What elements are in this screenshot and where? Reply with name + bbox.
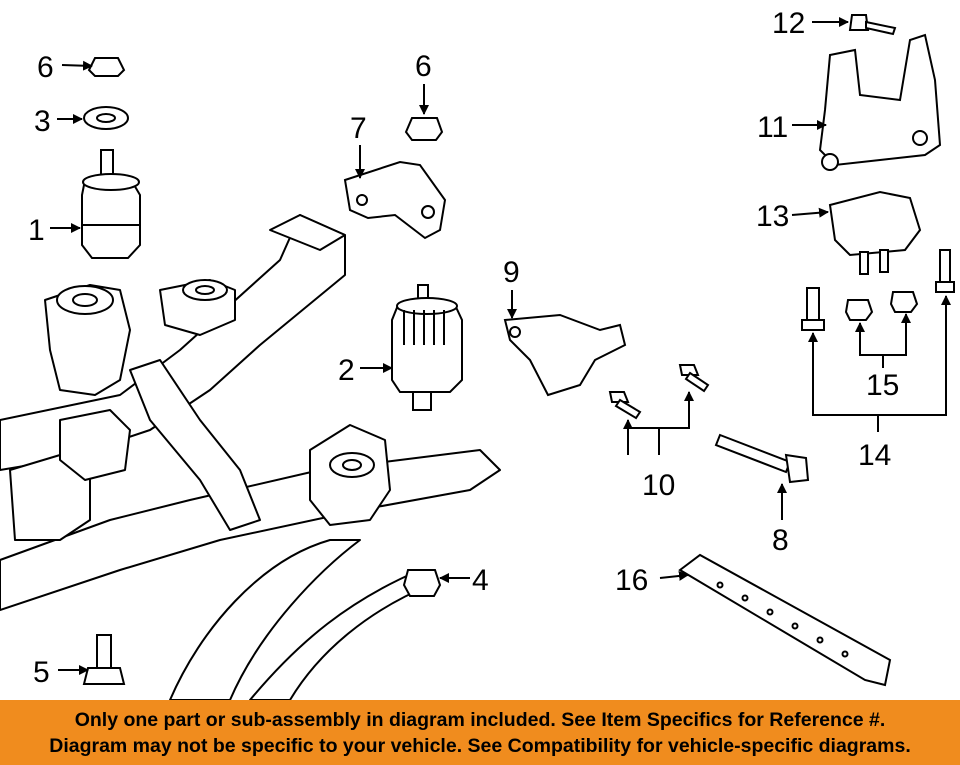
leader-lines	[50, 17, 951, 675]
callout-13: 13	[756, 200, 789, 233]
callout-6-left: 6	[37, 51, 54, 84]
callout-2: 2	[338, 354, 355, 387]
callout-14: 14	[858, 439, 891, 472]
callout-11: 11	[757, 111, 788, 144]
callout-8: 8	[772, 524, 789, 557]
mount-bracket-lower-part	[503, 313, 627, 397]
callout-5: 5	[33, 656, 50, 689]
parts-diagram: 1 2 3 4 5 6 6 7 8 9 10 11 12 13 14 15 16	[0, 7, 955, 700]
engine-mount-right-part	[391, 284, 463, 411]
engine-mount-left-part	[81, 149, 141, 259]
disclaimer-banner: Only one part or sub-assembly in diagram…	[0, 700, 960, 765]
fastener-parts	[82, 14, 955, 685]
transmission-mount-part	[828, 190, 922, 275]
disclaimer-line-1: Only one part or sub-assembly in diagram…	[74, 709, 886, 731]
callout-16: 16	[615, 564, 648, 597]
callout-labels: 1 2 3 4 5 6 6 7 8 9 10 11 12 13 14 15 16	[28, 7, 899, 689]
callout-15: 15	[866, 369, 899, 402]
upper-bracket-part	[818, 33, 942, 171]
crossmember-bar-part	[678, 553, 892, 687]
mount-bracket-part	[343, 160, 447, 240]
callout-3: 3	[34, 105, 51, 138]
callout-10: 10	[642, 469, 675, 502]
callout-12: 12	[772, 7, 805, 40]
callout-1: 1	[28, 214, 45, 247]
callout-9: 9	[503, 256, 520, 289]
disclaimer-line-2: Diagram may not be specific to your vehi…	[49, 735, 911, 757]
front-subframe-illustration	[0, 214, 501, 700]
callout-7: 7	[350, 112, 367, 145]
callout-6-middle: 6	[415, 50, 432, 83]
callout-4: 4	[472, 564, 489, 597]
